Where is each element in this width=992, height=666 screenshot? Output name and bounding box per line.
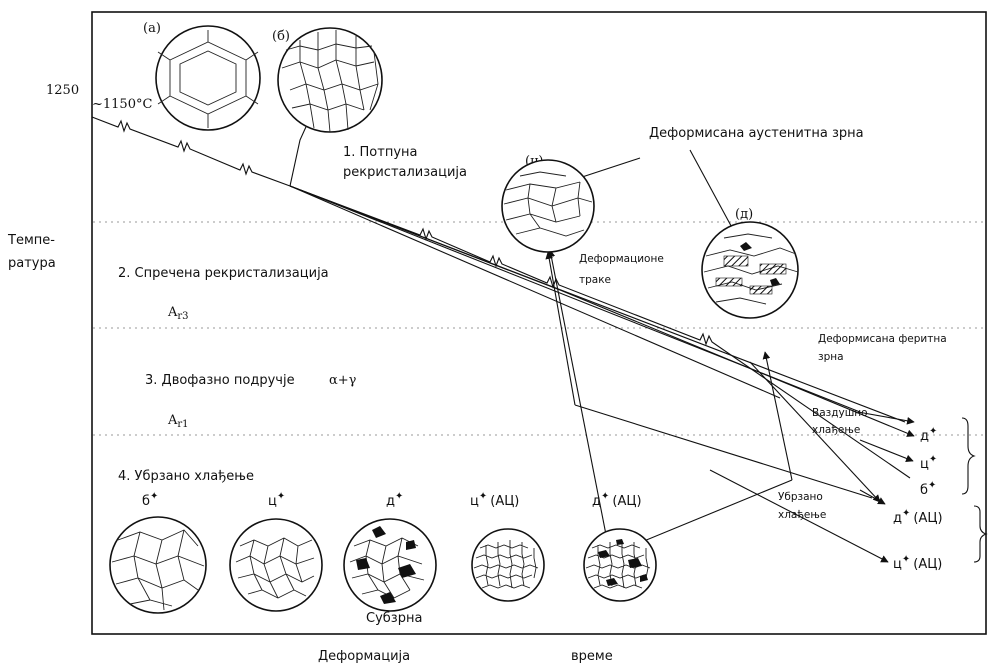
- deformed-ferrite-line1: Деформисана феритна: [818, 333, 947, 345]
- bottom-label-c-ac: ц✦(АЦ): [470, 491, 519, 509]
- zone1-label-line1: 1. Потпуна: [343, 145, 418, 160]
- outcome-d-star-ac: д✦(АЦ): [893, 508, 943, 526]
- zone3-label: 3. Двофазно подручје: [145, 373, 295, 388]
- micrograph-c: [502, 160, 594, 252]
- y-axis-label-line1: Темпе-: [7, 233, 55, 248]
- arrow-to-d-micro: [765, 352, 792, 480]
- deformation-bands-line1: Деформационе: [579, 253, 664, 265]
- brace-air-cooling: [962, 418, 974, 494]
- deformed-austenite-label: Деформисана аустенитна зрна: [649, 126, 864, 141]
- outcome-d-star: д✦: [920, 426, 937, 444]
- accel-cooling-line1: Убрзано: [778, 491, 823, 503]
- alpha-gamma-label: α+γ: [329, 373, 357, 388]
- bottom-label-d: д✦: [386, 491, 403, 509]
- micro-a-label: (а): [143, 21, 161, 36]
- micrograph-a: [156, 26, 260, 130]
- bottom-label-b: б✦: [142, 491, 158, 509]
- air-cooling-line1: Ваздушно: [812, 407, 868, 419]
- micrograph-d: [702, 222, 798, 318]
- ar1-label: Ar1: [167, 413, 189, 430]
- subgrain-label: Субзрна: [366, 611, 422, 626]
- arrow-c-ac-up: [548, 252, 575, 405]
- zone1-label-line2: рекристализација: [343, 165, 467, 180]
- bottom-label-d-ac: д✦(АЦ): [592, 491, 642, 509]
- deformation-bands-line2: траке: [579, 274, 611, 286]
- temperature-1150: ~1150°C: [92, 97, 152, 112]
- temperature-1250: 1250: [46, 83, 79, 98]
- arrow-to-b-micro: [290, 118, 310, 186]
- brace-accel-cooling: [974, 506, 986, 562]
- micrograph-c-star: [230, 519, 322, 611]
- path-to-d-star-b: [290, 186, 905, 422]
- micrograph-b-star: [110, 517, 206, 613]
- micrograph-d-star-ac: [584, 529, 656, 601]
- micrograph-c-star-ac: [472, 529, 544, 601]
- path-air-c: [860, 440, 913, 461]
- accel-cooling-line2: хлађење: [778, 509, 826, 521]
- deformed-ferrite-line2: зрна: [818, 351, 844, 363]
- micrograph-d-star: [344, 519, 436, 611]
- arrow-to-c-micro: [550, 250, 610, 555]
- micrograph-b: [278, 28, 382, 132]
- air-cooling-line2: хлађење: [812, 424, 860, 436]
- outcome-c-star: ц✦: [920, 454, 937, 472]
- x-axis-label-time: време: [571, 649, 613, 664]
- y-axis-label-line2: ратура: [8, 256, 56, 271]
- micro-b-label: (б): [272, 29, 290, 44]
- zone2-label: 2. Спречена рекристализација: [118, 266, 329, 281]
- micro-d-label: (д): [735, 207, 753, 222]
- outcome-c-star-ac: ц✦(АЦ): [893, 554, 942, 572]
- path-to-d-ac: [860, 490, 885, 504]
- outcome-b-star: б✦: [920, 480, 936, 498]
- bottom-label-c: ц✦: [268, 491, 285, 509]
- x-axis-label-deformation: Деформација: [318, 649, 410, 664]
- ar3-label: Ar3: [167, 305, 189, 322]
- zone4-label: 4. Убрзано хлађење: [118, 469, 254, 484]
